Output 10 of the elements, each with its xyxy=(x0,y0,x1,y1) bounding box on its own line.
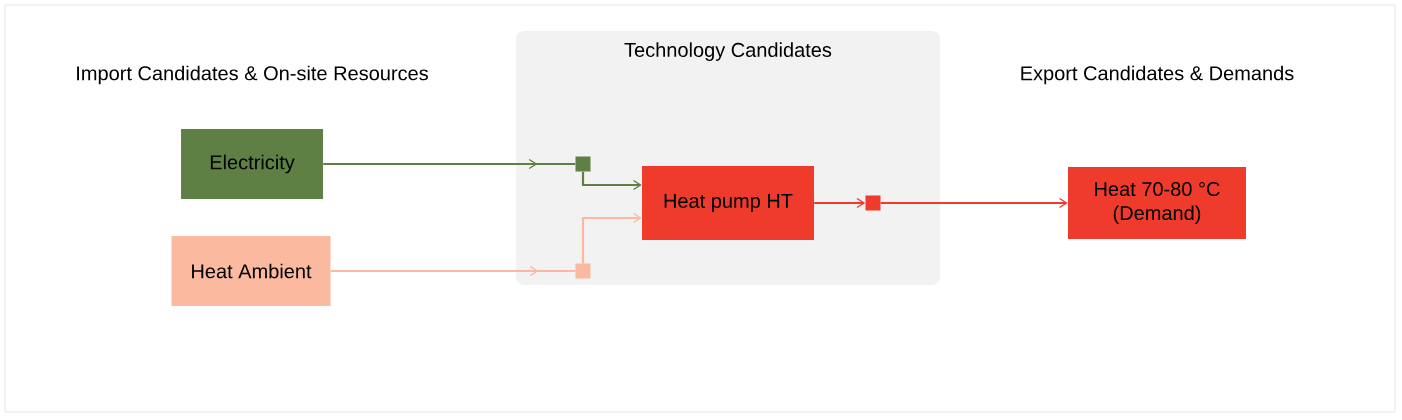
arrow xyxy=(581,171,642,191)
arrow xyxy=(880,197,1068,209)
section-heading: Import Candidates & On-site Resources xyxy=(77,65,428,85)
process-box: Electricity xyxy=(181,129,323,199)
arrow xyxy=(814,197,866,209)
arrow xyxy=(581,212,642,264)
process-box: Heat pump HT xyxy=(642,166,814,240)
section-heading: Export Candidates & Demands xyxy=(1021,65,1294,85)
process-box: Heat 70-80 °C (Demand) xyxy=(1068,167,1246,239)
process-box: Heat Ambient xyxy=(171,236,331,306)
